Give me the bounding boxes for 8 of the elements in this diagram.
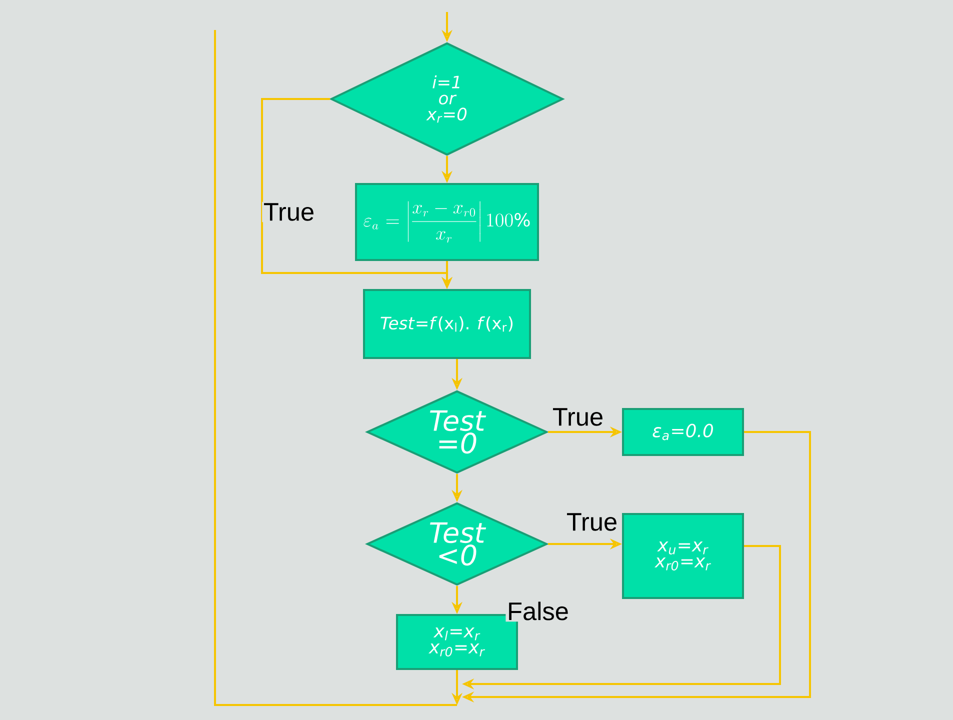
edge-label: True xyxy=(262,202,316,222)
edge-label: True xyxy=(565,512,619,532)
process-box: ε$_{a}$=0.0 xyxy=(622,408,744,456)
process-box: $\varepsilon_a = \left|\frac{x_r - x_{r0}}{x_r}\right| 100\%$ xyxy=(355,183,539,261)
process-box: x$_{u}$=x$_{r}$ x$_{r0}$=x$_{r}$ xyxy=(622,513,744,599)
edge-label: True xyxy=(551,406,605,428)
process-box: Test=f(x$_{l}$). f(x$_{r}$) xyxy=(363,289,531,359)
edge-label: False xyxy=(506,600,570,622)
